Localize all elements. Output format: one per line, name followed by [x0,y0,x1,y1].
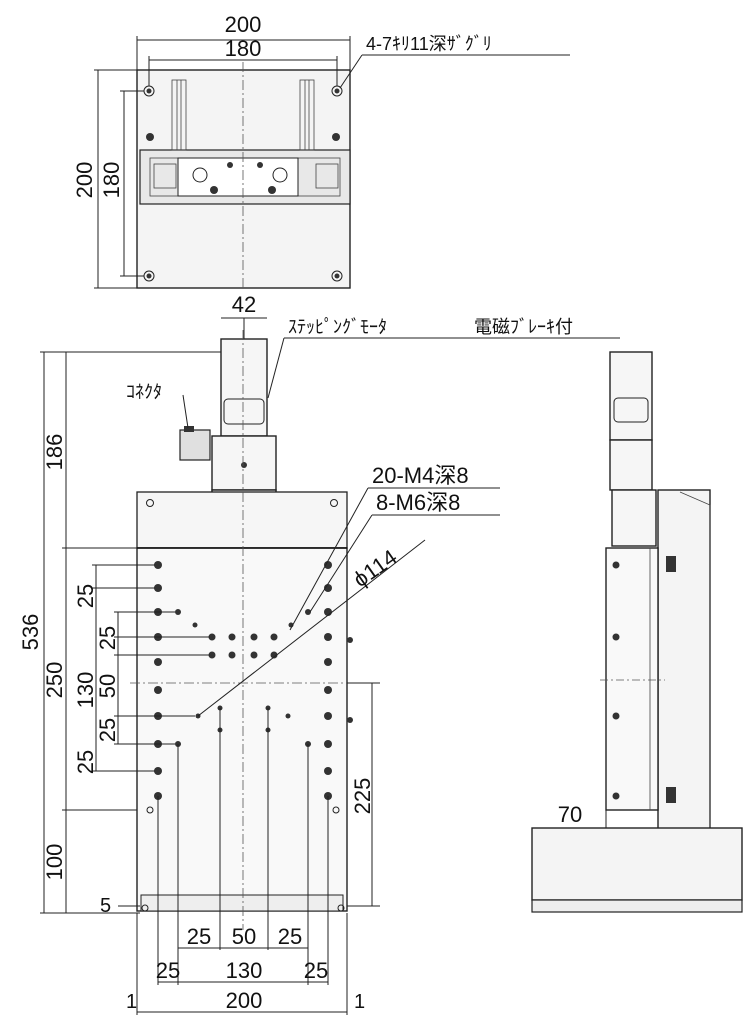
left-dim-4: 25 [95,718,120,742]
tap-hole-icon [141,561,353,912]
brake-label: 電磁ﾌﾞﾚｰｷ付 [474,317,573,337]
main-table [136,547,348,912]
side-table [605,547,659,811]
side-dim-70: 70 [558,802,582,827]
side-view: 70 [531,351,743,913]
side-base [531,827,743,901]
top-dim-200-vertical: 200 [72,162,97,199]
side-motor [609,351,653,441]
motor-body [220,338,268,437]
connector-icon [179,429,211,461]
top-dim-180-vertical: 180 [99,162,124,199]
dim-225: 225 [350,778,375,815]
dim-100: 100 [42,844,67,881]
front-view: ｺﾈｸﾀ [18,292,620,1015]
bottom-dim-2b: 130 [226,958,263,983]
left-dim-2: 25 [95,626,120,650]
bottom-dim-2a: 25 [156,958,180,983]
left-dim-5: 130 [73,672,98,709]
bottom-dim-1a: 25 [187,924,211,949]
top-dim-200: 200 [225,12,262,37]
left-dim-1: 25 [73,584,98,608]
bottom-edge-left: 1 [126,991,137,1013]
diameter-note: ϕ114 [349,544,402,592]
tap-note-m4: 20-M4深8 [372,463,469,488]
bottom-dim-1c: 25 [278,924,302,949]
dim-250: 250 [42,662,67,699]
corner-hole-icon [143,85,343,282]
motor-width-dim: 42 [232,292,256,317]
top-dim-180: 180 [225,36,262,61]
dim-536: 536 [18,614,43,651]
dim-186: 186 [42,434,67,471]
top-view: 200 180 200 180 4-7ｷﾘ11深ｻﾞｸﾞﾘ [72,12,570,290]
bottom-dim-200: 200 [226,988,263,1013]
dim-5: 5 [100,895,111,917]
left-dim-6: 25 [73,750,98,774]
motor-label: ｽﾃｯﾋﾟﾝｸﾞﾓｰﾀ [288,317,387,337]
upper-plate [136,491,348,549]
tap-note-m6: 8-M6深8 [376,490,460,515]
left-dim-3: 50 [95,674,120,698]
bottom-dim-2c: 25 [304,958,328,983]
bottom-dim-1b: 50 [232,924,256,949]
connector-label: ｺﾈｸﾀ [126,382,162,402]
bottom-edge-right: 1 [354,991,365,1013]
hole-note: 4-7ｷﾘ11深ｻﾞｸﾞﾘ [366,34,492,54]
